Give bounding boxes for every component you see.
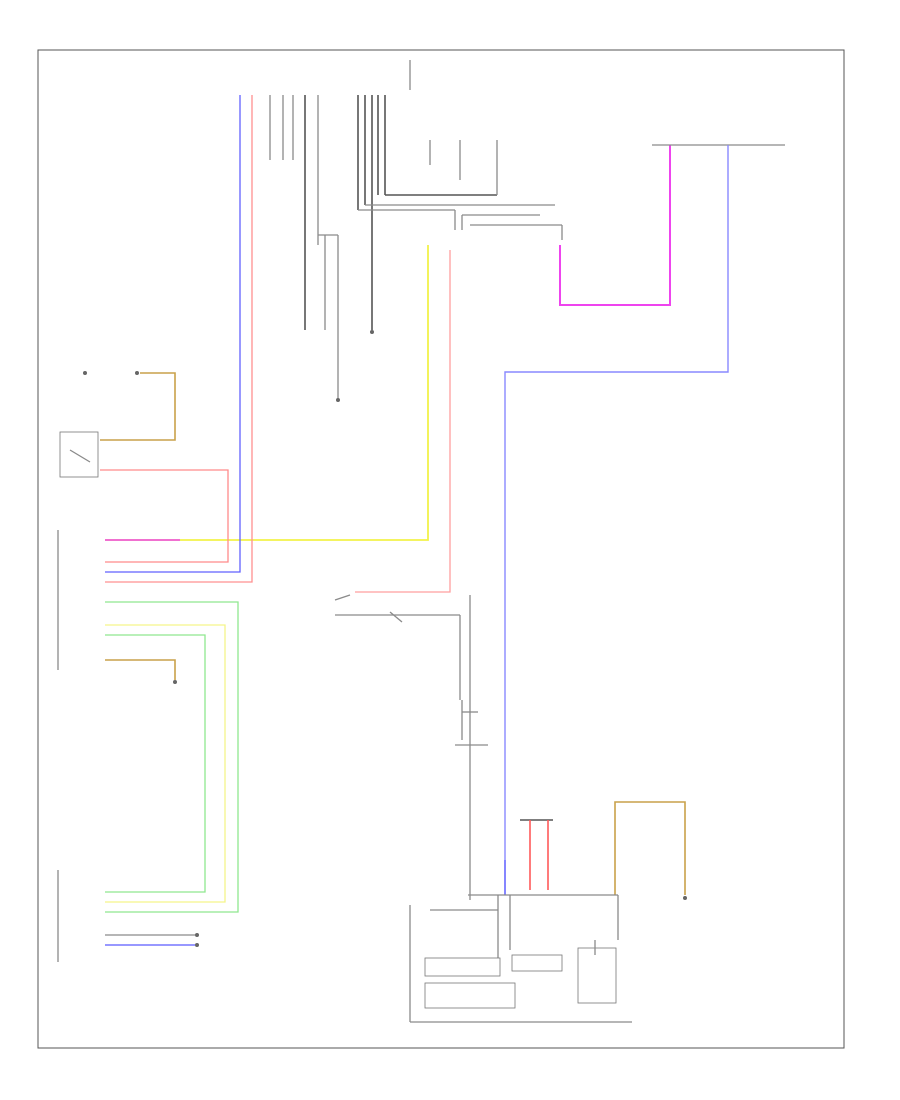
meter-chip (577, 947, 617, 1004)
wire-blue-top (105, 95, 241, 573)
wire-pink-switch (100, 469, 229, 563)
wire-yellow-ecu (105, 245, 429, 541)
wire-tan-ecu (105, 659, 176, 680)
wire-green (105, 601, 239, 913)
wire-blue-meter (504, 145, 729, 895)
wire-tan-switch (100, 372, 176, 441)
wire-pink-top (105, 95, 253, 583)
wire-green-lower (105, 634, 206, 893)
wire-magenta (559, 145, 671, 306)
ecm-gray-bundle (357, 95, 563, 330)
diagram-frame (37, 49, 845, 1049)
sensor-gray-wires (304, 95, 339, 398)
meter-indicator-1 (424, 957, 501, 977)
meter-indicator-2 (424, 982, 516, 1009)
pressure-switch-box (59, 431, 99, 478)
wire-tan-meter (614, 801, 686, 895)
wire-yellow-lower (105, 624, 226, 903)
meter-indicator-3 (511, 954, 563, 972)
wire-pink-long (355, 250, 451, 593)
